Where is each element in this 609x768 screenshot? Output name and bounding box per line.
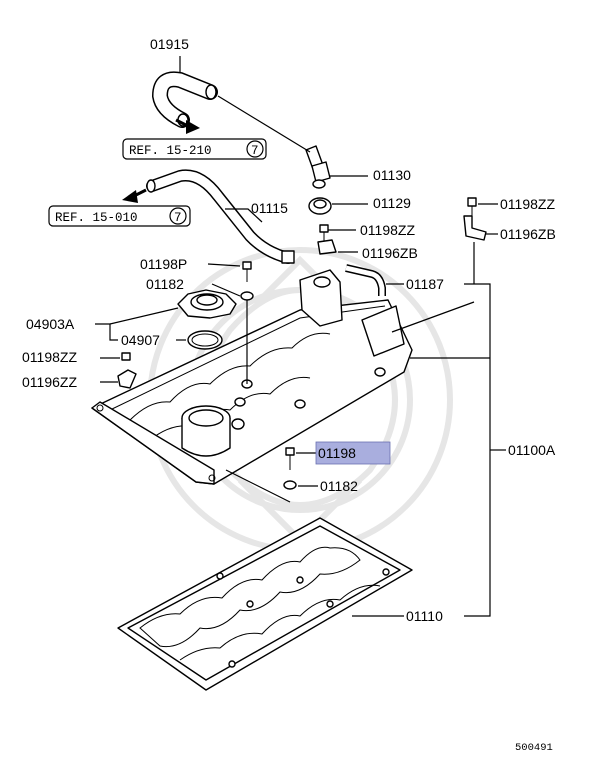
ref1-number: 7: [251, 144, 259, 158]
rocker-cover-01100a: [91, 269, 413, 485]
label-04907[interactable]: 04907: [121, 332, 160, 348]
bolt-01198p: [240, 261, 254, 301]
bolt-bracket-right: [463, 197, 487, 241]
label-01130[interactable]: 01130: [373, 167, 411, 183]
label-01115[interactable]: 01115: [251, 200, 288, 216]
label-01187[interactable]: 01187: [406, 276, 444, 292]
label-01198[interactable]: 01198: [318, 445, 356, 461]
label-04903a[interactable]: 04903A: [26, 316, 75, 332]
label-01198zz-right[interactable]: 01198ZZ: [500, 196, 555, 212]
label-01196zb-middle[interactable]: 01196ZB: [362, 245, 418, 261]
cap-gasket-04907: [187, 330, 223, 350]
breather-hose-01915: [151, 71, 218, 128]
label-01196zz[interactable]: 01196ZZ: [22, 374, 77, 390]
hose-01187: [345, 264, 386, 296]
label-01198zz-left[interactable]: 01198ZZ: [22, 349, 77, 365]
bolt-bracket-middle: [317, 224, 337, 255]
grommet-01129: [308, 197, 332, 215]
bolt-01198: [283, 447, 297, 490]
label-01196zb-right[interactable]: 01196ZB: [500, 226, 556, 242]
label-01198zz-middle[interactable]: 01198ZZ: [360, 222, 415, 238]
ventilation-hose-01115: [146, 169, 295, 264]
label-01915[interactable]: 01915: [150, 36, 189, 52]
ref2-number: 7: [174, 211, 182, 225]
arrow-to-ref1: [175, 118, 200, 134]
oil-filler-cap-04903a: [177, 289, 237, 319]
rocker-gasket-01110: [117, 517, 413, 691]
diagram-code: 500491: [515, 742, 553, 754]
highlight-01198: [315, 441, 391, 465]
leader-lines: [95, 56, 506, 617]
bolt-bracket-left: [117, 352, 137, 389]
ref-box-15-210[interactable]: REF. 15-210 7: [122, 138, 267, 160]
label-01198p[interactable]: 01198P: [140, 256, 187, 272]
label-01182-top[interactable]: 01182: [146, 276, 184, 292]
label-01110[interactable]: 01110: [406, 608, 443, 624]
ref2-text: REF. 15-010: [55, 211, 138, 225]
ref1-text: REF. 15-210: [129, 144, 212, 158]
ref-box-15-010[interactable]: REF. 15-010 7: [48, 205, 191, 227]
pcv-valve-01130: [305, 145, 331, 189]
arrow-to-ref2: [122, 188, 147, 203]
label-01182-bottom[interactable]: 01182: [320, 478, 358, 494]
label-01100a[interactable]: 01100A: [508, 442, 556, 458]
label-01129[interactable]: 01129: [373, 195, 411, 211]
